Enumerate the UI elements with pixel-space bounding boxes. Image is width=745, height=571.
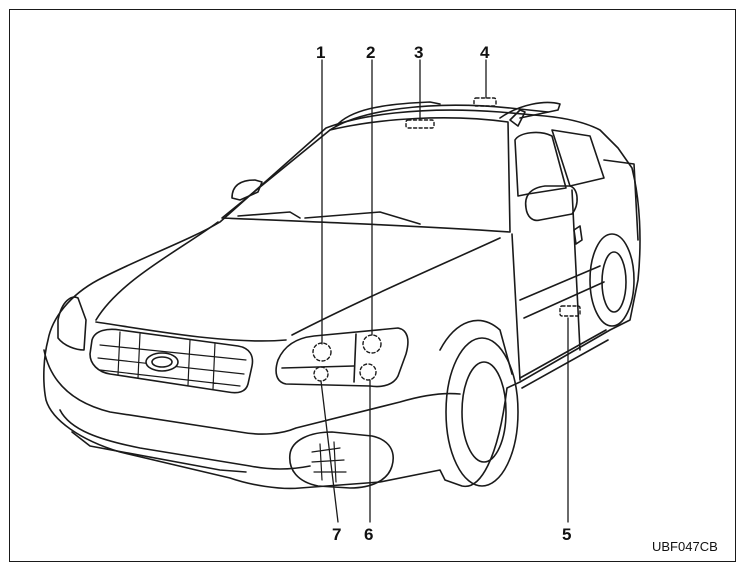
callout-label-1: 1 xyxy=(316,43,326,62)
air-dam xyxy=(71,431,247,473)
roof-rail-right xyxy=(499,101,561,119)
marker-2-headlight-outer xyxy=(362,334,382,354)
rear-wheel-rim xyxy=(601,251,627,313)
callout-label-6: 6 xyxy=(364,525,374,544)
front-wheel-tire xyxy=(445,337,519,487)
side-window-rear xyxy=(551,129,605,187)
marker-5-side-turn xyxy=(559,305,581,317)
emblem xyxy=(145,352,179,372)
hood-crease-right xyxy=(291,237,501,336)
callout-label-3: 3 xyxy=(414,43,424,62)
hood-crease-left xyxy=(95,221,219,321)
door-handle-front xyxy=(573,225,583,245)
door-line-front xyxy=(511,233,521,381)
leader-7 xyxy=(320,380,339,523)
figure-code: UBF047CB xyxy=(652,539,718,554)
marker-6-side-marker xyxy=(359,363,377,381)
wiper-left xyxy=(237,211,301,219)
headlight-divider xyxy=(353,333,357,383)
wiper-right xyxy=(304,211,421,225)
rear-wheel-tire xyxy=(589,233,635,327)
marker-4-rear-roof xyxy=(473,97,497,107)
callout-label-2: 2 xyxy=(366,43,376,62)
marker-7-front-turn xyxy=(313,366,329,382)
fog-light-housing xyxy=(289,431,394,489)
leader-lines xyxy=(320,59,569,523)
fog-light-lens xyxy=(311,441,347,483)
headlight-right xyxy=(275,327,409,388)
side-mirror-right xyxy=(524,185,578,222)
roof-rack-end xyxy=(509,109,526,127)
roof-line xyxy=(329,104,549,131)
hood-front-edge xyxy=(95,321,287,342)
side-cladding xyxy=(519,265,605,319)
rocker-panel xyxy=(519,329,609,389)
marker-3-high-mount-stop xyxy=(405,119,435,129)
marker-1-headlight-high xyxy=(312,342,332,362)
bed-rail xyxy=(603,159,639,241)
side-window-front xyxy=(514,131,567,197)
vehicle-body-outline xyxy=(43,109,641,490)
roof-rail-left xyxy=(335,101,441,127)
headlight-left xyxy=(57,296,87,351)
front-bumper xyxy=(43,349,461,435)
front-wheel-rim xyxy=(461,361,507,463)
door-line-rear xyxy=(571,189,581,351)
side-mirror-left xyxy=(231,179,263,201)
callout-label-5: 5 xyxy=(562,525,572,544)
bumper-lower xyxy=(59,409,311,470)
emblem-inner xyxy=(151,356,173,368)
callout-label-4: 4 xyxy=(480,43,490,62)
callout-label-7: 7 xyxy=(332,525,342,544)
windshield xyxy=(221,117,511,233)
front-wheel-arch xyxy=(439,319,513,375)
